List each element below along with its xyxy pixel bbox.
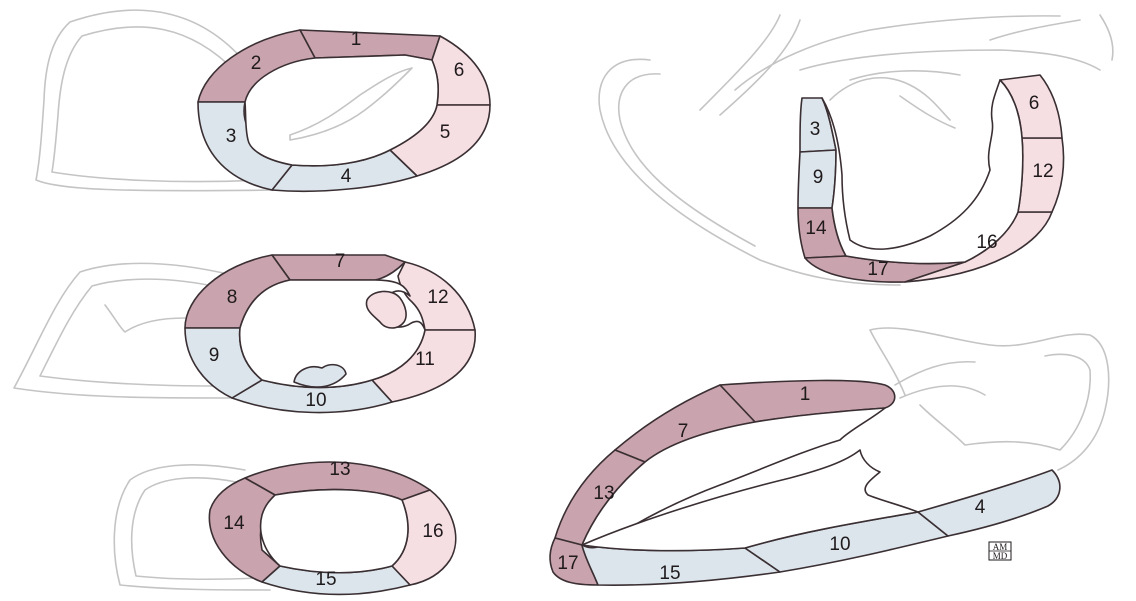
four-chamber-label-9: 9 [813, 167, 824, 188]
basal-short-axis-view: 1 2 3 4 5 6 [36, 10, 490, 191]
four-chamber-label-16: 16 [976, 232, 997, 253]
basal-label-4: 4 [341, 166, 352, 187]
apical-label-13: 13 [329, 459, 350, 480]
four-chamber-label-17: 17 [867, 259, 888, 280]
mid-label-9: 9 [209, 345, 220, 366]
mid-label-7: 7 [335, 251, 346, 272]
two-chamber-label-4: 4 [975, 497, 986, 518]
two-chamber-label-1: 1 [800, 384, 811, 405]
ammd-logo: AM MD [989, 542, 1011, 561]
four-chamber-view: 3 9 14 17 16 12 6 [599, 15, 1113, 285]
basal-label-1: 1 [351, 29, 362, 50]
atrium-inner-outline-two-chamber [920, 354, 1090, 450]
rv-septal-band-mid [105, 305, 185, 332]
two-chamber-view: 1 7 13 17 15 10 4 [550, 328, 1109, 585]
two-chamber-segment-4 [918, 470, 1060, 536]
valve-outline-four-chamber [830, 78, 955, 128]
mid-label-8: 8 [227, 287, 238, 308]
two-chamber-label-15: 15 [659, 563, 680, 584]
logo-text-bottom: MD [993, 551, 1008, 561]
mid-label-12: 12 [427, 287, 448, 308]
basal-label-5: 5 [440, 122, 451, 143]
basal-label-3: 3 [226, 126, 237, 147]
mid-label-11: 11 [415, 349, 435, 370]
four-chamber-label-14: 14 [805, 218, 827, 239]
apical-label-14: 14 [223, 513, 245, 534]
mid-short-axis-view: 7 8 9 10 11 12 [14, 251, 475, 412]
two-chamber-label-10: 10 [829, 534, 850, 555]
four-chamber-label-12: 12 [1032, 161, 1053, 182]
apical-label-16: 16 [422, 521, 443, 542]
four-chamber-label-6: 6 [1029, 93, 1040, 114]
four-chamber-label-3: 3 [810, 119, 821, 140]
mid-label-10: 10 [305, 390, 326, 411]
basal-label-6: 6 [454, 60, 465, 81]
heart-inner-outline-four-chamber [619, 74, 755, 246]
apical-label-15: 15 [315, 569, 336, 590]
apical-lv-cavity [261, 490, 408, 573]
basal-label-2: 2 [251, 53, 262, 74]
two-chamber-label-13: 13 [593, 483, 614, 504]
apical-short-axis-view: 13 14 15 16 [114, 459, 455, 594]
appendage-outline-two-chamber [895, 362, 985, 398]
atrium-outline-two-chamber [870, 328, 1109, 470]
two-chamber-label-17: 17 [557, 553, 578, 574]
two-chamber-label-7: 7 [678, 421, 689, 442]
